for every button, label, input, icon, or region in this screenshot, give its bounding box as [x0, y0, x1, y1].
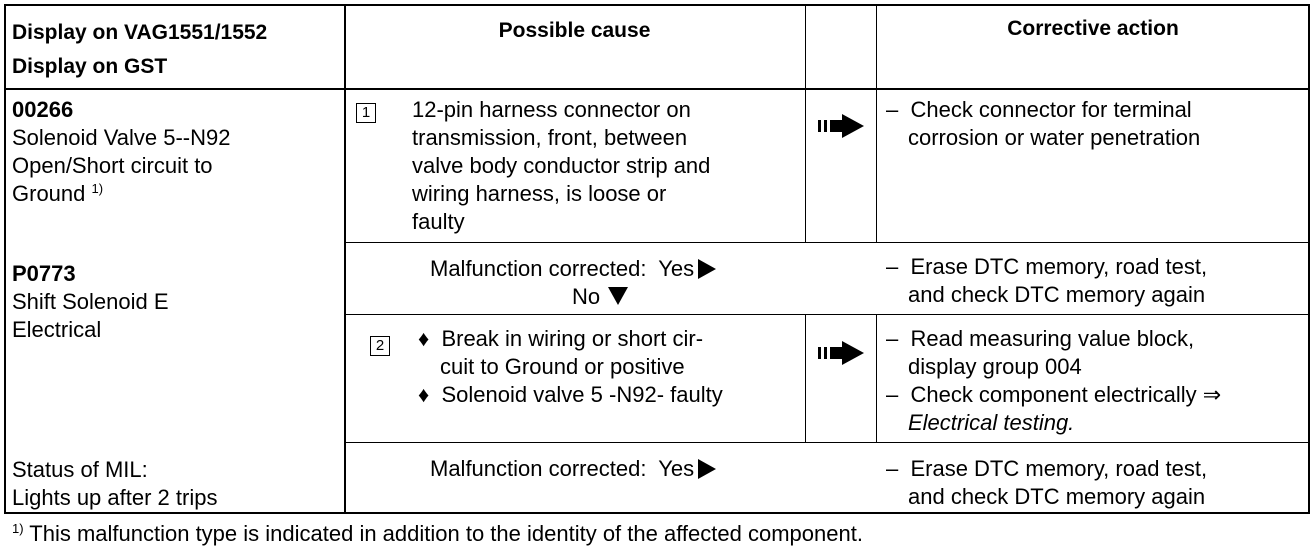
- step2-cause-line2: cuit to Ground or positive: [440, 354, 685, 379]
- column-divider-1: [344, 4, 346, 514]
- header-col1-line2: Display on GST: [12, 55, 168, 78]
- mil-status-line2: Lights up after 2 trips: [12, 485, 218, 510]
- check1-no: No: [572, 283, 629, 311]
- step2-divider-a: [805, 314, 806, 442]
- dtc-desc-line2: Open/Short circuit to: [12, 153, 213, 178]
- check2-action-line1: – Erase DTC memory, road test,: [886, 456, 1208, 481]
- step1-cause-line4: wiring harness, is loose or: [412, 181, 667, 206]
- step1-divider-b: [876, 88, 877, 242]
- table-frame: [4, 4, 1310, 514]
- step2-arrow-icon: [818, 341, 864, 365]
- dtc-desc-line3-text: Ground: [12, 181, 86, 206]
- row-rule-2: [344, 314, 1310, 315]
- dtc-code-p0773: P0773: [12, 261, 76, 286]
- check1-action-line1: – Erase DTC memory, road test,: [886, 254, 1208, 279]
- header-col1-line1: Display on VAG1551/1552: [12, 21, 268, 44]
- mil-status-line1: Status of MIL:: [12, 457, 148, 482]
- row-rule-1: [344, 242, 1310, 243]
- check1-question: Malfunction corrected: Yes: [430, 255, 717, 283]
- step2-action-line1: – Read measuring value block,: [886, 326, 1195, 351]
- step1-action-line2: corrosion or water penetration: [908, 125, 1201, 150]
- step1-arrow-icon: [818, 114, 864, 138]
- step1-cause-line3: valve body conductor strip and: [412, 153, 711, 178]
- footnote: 1) This malfunction type is indicated in…: [12, 520, 863, 548]
- check1-no-text: No: [572, 284, 601, 309]
- header-bottom-rule: [4, 88, 1310, 90]
- step-number-2: 2: [370, 336, 390, 356]
- step-number-1: 1: [356, 103, 376, 123]
- step2-action-line3: – Check component electrically ⇒: [886, 382, 1222, 407]
- check2-action-line2: and check DTC memory again: [908, 484, 1206, 509]
- step2-cause-line1: ♦ Break in wiring or short cir-: [418, 326, 704, 351]
- step1-cause-line2: transmission, front, between: [412, 125, 688, 150]
- check1-action-line2: and check DTC memory again: [908, 282, 1206, 307]
- dtc-desc-line1: Solenoid Valve 5--N92: [12, 125, 231, 150]
- check2-question: Malfunction corrected: Yes: [430, 455, 717, 483]
- step1-cause-line1: 12-pin harness connector on: [412, 97, 691, 122]
- step2-action-line2: display group 004: [908, 354, 1082, 379]
- dtc-footnote-ref: 1): [91, 181, 104, 196]
- yes-right-triangle-icon-2: [698, 459, 717, 479]
- yes-right-triangle-icon: [698, 259, 717, 279]
- footnote-marker: 1): [12, 521, 24, 536]
- row-rule-3: [344, 442, 1310, 443]
- header-possible-cause: Possible cause: [498, 19, 651, 42]
- footnote-text: This malfunction type is indicated in ad…: [23, 521, 863, 546]
- dtc2-desc-line2: Electrical: [12, 317, 102, 342]
- header-divider-3: [876, 4, 877, 88]
- step2-action-link[interactable]: Electrical testing.: [908, 410, 1075, 435]
- step2-cause-line3: ♦ Solenoid valve 5 -N92- faulty: [418, 382, 723, 407]
- step1-action-line1: – Check connector for terminal: [886, 97, 1192, 122]
- check1-question-text: Malfunction corrected: Yes: [430, 256, 695, 281]
- dtc2-desc-line1: Shift Solenoid E: [12, 289, 169, 314]
- step1-divider-a: [805, 88, 806, 242]
- dtc-desc-line3: Ground 1): [12, 180, 103, 208]
- header-divider-2: [805, 4, 806, 88]
- check2-question-text: Malfunction corrected: Yes: [430, 456, 695, 481]
- dtc-code-00266: 00266: [12, 97, 74, 122]
- step2-divider-b: [876, 314, 877, 442]
- no-down-triangle-icon: [608, 287, 629, 305]
- header-corrective-action: Corrective action: [1007, 17, 1179, 40]
- step1-cause-line5: faulty: [412, 209, 465, 234]
